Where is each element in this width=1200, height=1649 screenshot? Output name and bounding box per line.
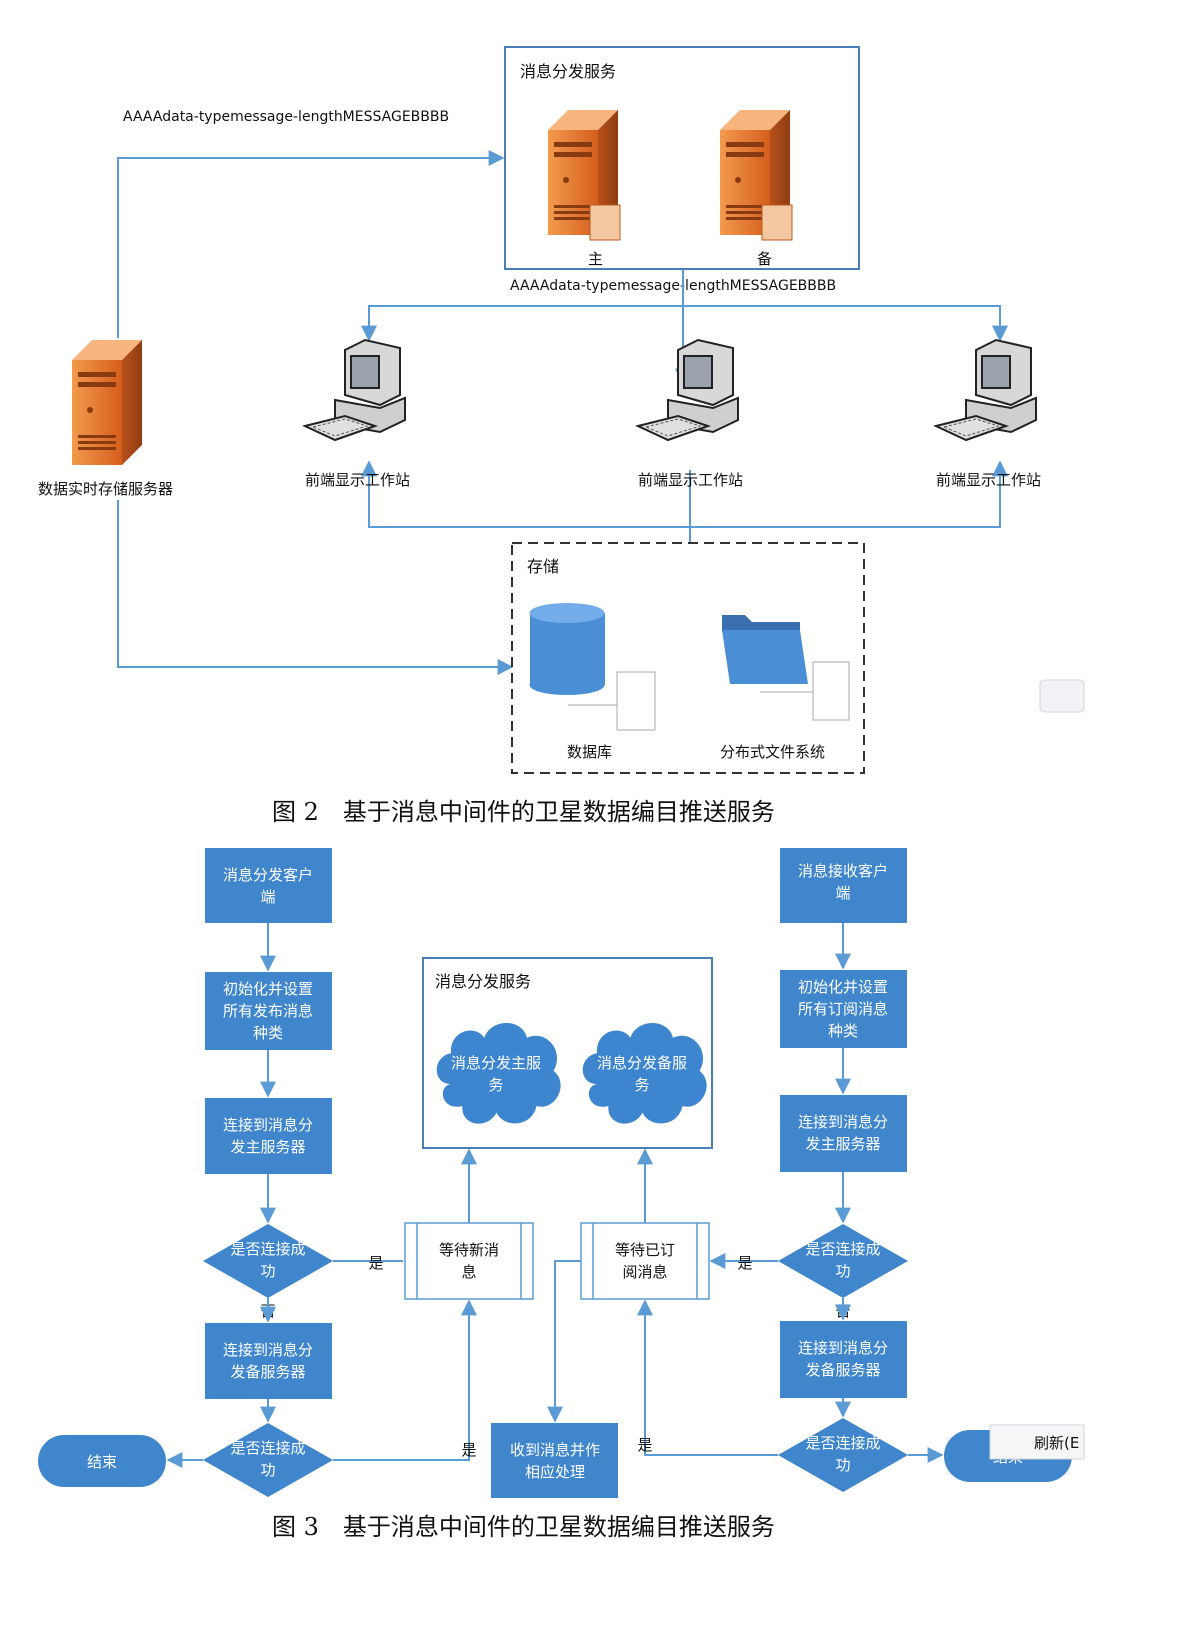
figure-2-caption: 图 2 基于消息中间件的卫星数据编目推送服务 bbox=[272, 798, 775, 826]
yes-label: 是 bbox=[737, 1254, 752, 1272]
right-client-box bbox=[780, 848, 907, 923]
svg-text:消息接收客户端: 消息接收客户端 bbox=[798, 862, 888, 902]
message-format-label: AAAAdata-typemessage-lengthMESSAGEBBBB bbox=[510, 278, 836, 294]
left-connect-backup-box bbox=[205, 1323, 332, 1399]
backup-label: 备 bbox=[757, 250, 772, 268]
workstation-label: 前端显示工作站 bbox=[305, 471, 410, 489]
workstation-icon bbox=[304, 339, 406, 441]
svg-text:消息分发客户端: 消息分发客户端 bbox=[223, 866, 313, 906]
workstation-icon bbox=[935, 339, 1037, 441]
svg-text:连接到消息分发备服务器: 连接到消息分发备服务器 bbox=[798, 1339, 888, 1379]
workstation-label: 前端显示工作站 bbox=[936, 471, 1041, 489]
left-connect-main-box bbox=[205, 1098, 332, 1174]
svg-text:连接到消息分发主服务器: 连接到消息分发主服务器 bbox=[798, 1113, 888, 1153]
figure-3-caption: 图 3 基于消息中间件的卫星数据编目推送服务 bbox=[272, 1513, 775, 1541]
service-title: 消息分发服务 bbox=[435, 972, 531, 991]
right-init-box bbox=[780, 970, 907, 1048]
collapsed-popup[interactable] bbox=[1039, 679, 1085, 713]
yes-label: 是 bbox=[637, 1436, 652, 1454]
left-init-box bbox=[205, 972, 332, 1050]
svg-text:连接到消息分发主服务器: 连接到消息分发主服务器 bbox=[223, 1116, 313, 1156]
refresh-popup-label[interactable]: 刷新(E bbox=[1034, 1434, 1079, 1452]
flow-arrows bbox=[166, 923, 944, 1468]
left-check1-diamond bbox=[203, 1224, 333, 1298]
database-icon bbox=[529, 603, 656, 731]
svg-text:是否连接成功: 是否连接成功 bbox=[230, 1240, 305, 1280]
svg-text:初始化并设置所有发布消息种类: 初始化并设置所有发布消息种类 bbox=[223, 980, 313, 1042]
yes-label: 是 bbox=[368, 1254, 383, 1272]
svg-text:初始化并设置所有订阅消息种类: 初始化并设置所有订阅消息种类 bbox=[798, 978, 888, 1040]
wait-new-box bbox=[404, 1222, 534, 1300]
dispatch-service-title: 消息分发服务 bbox=[520, 62, 616, 81]
folder-icon bbox=[722, 615, 850, 721]
database-label: 数据库 bbox=[567, 743, 612, 761]
workstation-label: 前端显示工作站 bbox=[638, 471, 743, 489]
yes-label: 是 bbox=[461, 1441, 476, 1459]
svg-text:是否连接成功: 是否连接成功 bbox=[230, 1439, 305, 1479]
right-connect-main-box bbox=[780, 1095, 907, 1172]
end-left-terminal bbox=[38, 1435, 166, 1487]
message-format-label: AAAAdata-typemessage-lengthMESSAGEBBBB bbox=[123, 109, 449, 125]
right-connect-backup-box bbox=[780, 1321, 907, 1398]
svg-text:等待新消息: 等待新消息 bbox=[439, 1241, 499, 1281]
cloud-icon bbox=[436, 1022, 561, 1124]
wait-subscribed-box bbox=[580, 1222, 710, 1300]
connector-arrow bbox=[117, 150, 505, 338]
cloud-main-label: 消息分发主服务 bbox=[451, 1054, 541, 1094]
primary-label: 主 bbox=[588, 250, 603, 268]
svg-text:是否连接成功: 是否连接成功 bbox=[805, 1240, 880, 1280]
connector-line bbox=[368, 305, 1001, 340]
left-client-box bbox=[205, 848, 332, 923]
right-check1-diamond bbox=[778, 1224, 908, 1298]
svg-text:连接到消息分发备服务器: 连接到消息分发备服务器 bbox=[223, 1341, 313, 1381]
connector-arrow bbox=[690, 460, 1008, 528]
storage-title: 存储 bbox=[527, 557, 559, 576]
storage-server-icon bbox=[72, 340, 142, 465]
svg-text:收到消息并作相应处理: 收到消息并作相应处理 bbox=[510, 1441, 600, 1481]
dispatch-service-box bbox=[422, 957, 713, 1149]
svg-text:等待已订阅消息: 等待已订阅消息 bbox=[615, 1241, 675, 1281]
dfs-label: 分布式文件系统 bbox=[720, 743, 825, 761]
right-check2-diamond bbox=[778, 1418, 908, 1492]
firewall-icon bbox=[589, 204, 621, 241]
svg-text:是否连接成功: 是否连接成功 bbox=[805, 1434, 880, 1474]
connector-arrow bbox=[361, 460, 691, 543]
refresh-popup[interactable] bbox=[989, 1424, 1085, 1460]
cloud-icon bbox=[582, 1022, 707, 1124]
cloud-backup-label: 消息分发备服务 bbox=[597, 1054, 687, 1094]
process-box bbox=[491, 1423, 618, 1498]
workstation-icon bbox=[637, 339, 739, 441]
connector-arrow bbox=[117, 500, 514, 675]
left-check2-diamond bbox=[203, 1423, 333, 1497]
dispatch-service-box bbox=[504, 46, 860, 270]
firewall-icon bbox=[761, 204, 793, 241]
svg-text:结束: 结束 bbox=[87, 1453, 117, 1471]
storage-box bbox=[511, 542, 865, 774]
storage-server-label: 数据实时存储服务器 bbox=[38, 480, 173, 498]
